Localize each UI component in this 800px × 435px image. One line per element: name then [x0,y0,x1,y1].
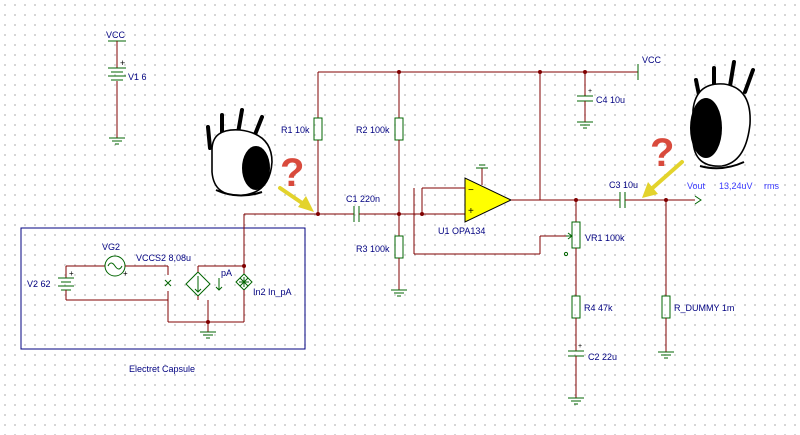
r2-resistor[interactable]: R2 100k [356,72,404,236]
capsule-box [20,227,306,350]
u1-label: U1 OPA134 [438,226,485,236]
svg-text:+: + [588,88,592,95]
r4-label: R4 47k [584,303,613,313]
ground-symbol [568,397,584,405]
c1-capacitor[interactable]: C1 220n [244,194,465,222]
c1-label: C1 220n [346,194,380,204]
electret-capsule[interactable]: Electret Capsule + V2 62 + VG2 [20,214,306,374]
pa-meter[interactable]: pA [215,268,232,291]
v1-label: V1 6 [128,72,147,82]
eye-left [206,108,273,197]
vcc-top-label: VCC [106,30,126,40]
r1-label: R1 10k [281,125,310,135]
v2-source[interactable]: + V2 62 [27,265,105,300]
vr1-potentiometer[interactable]: VR1 100k [413,188,625,296]
vr1-label: VR1 100k [585,233,625,243]
svg-text:?: ? [280,151,304,195]
vout-unit: rms [764,181,779,191]
vccs2-label: VCCS2 8,08u [136,253,191,263]
c4-label: C4 10u [596,95,625,105]
svg-text:+: + [468,206,474,217]
pa-label: pA [221,268,232,278]
c3-label: C3 10u [609,180,638,190]
r3-resistor[interactable]: R3 100k [356,235,407,297]
arrow [278,160,684,212]
capsule-label: Electret Capsule [129,364,195,374]
svg-text:?: ? [650,131,674,175]
r-dummy-resistor[interactable]: R_DUMMY 1m [658,200,734,359]
vccs2-source[interactable]: VCCS2 8,08u [66,253,244,324]
vcc-rail: VCC [318,55,662,80]
ground-symbol [476,164,488,169]
vg2-source[interactable]: + VG2 [102,242,168,278]
v1-supply[interactable]: VCC + V1 6 [106,30,147,145]
svg-text:+: + [120,58,125,68]
vout-name: Vout [687,181,706,191]
c2-label: C2 22u [588,352,617,362]
question-mark: ? ? [280,131,674,195]
r3-label: R3 100k [356,244,390,254]
vcc-right-label: VCC [642,55,662,65]
v2-label: V2 62 [27,279,51,289]
c4-capacitor[interactable]: + C4 10u [577,72,625,129]
c2-capacitor[interactable]: + C2 22u [568,343,617,405]
r2-label: R2 100k [356,125,390,135]
ground-symbol [658,351,674,359]
vg2-label: VG2 [102,242,120,252]
svg-text:+: + [69,269,74,278]
ground-symbol [577,121,593,129]
vout-value: 13,24uV [719,181,753,191]
svg-text:−: − [468,185,474,196]
vout-meter: Vout 13,24uV rms [687,181,779,191]
r-dummy-label: R_DUMMY 1m [674,303,734,313]
u1-opamp[interactable]: − + U1 OPA134 [421,72,541,236]
opamp-triangle [464,177,513,223]
in2-noise-source[interactable]: In2 In_pA [200,214,292,339]
ground-symbol [200,331,216,339]
in2-label: In2 In_pA [253,287,292,297]
eye-right [690,60,755,170]
r1-resistor[interactable]: R1 10k [281,72,323,214]
ground-symbol [109,137,125,145]
r4-resistor[interactable]: R4 47k [571,295,613,351]
svg-text:+: + [578,343,582,350]
ground-symbol [391,289,407,297]
svg-text:+: + [123,269,128,278]
